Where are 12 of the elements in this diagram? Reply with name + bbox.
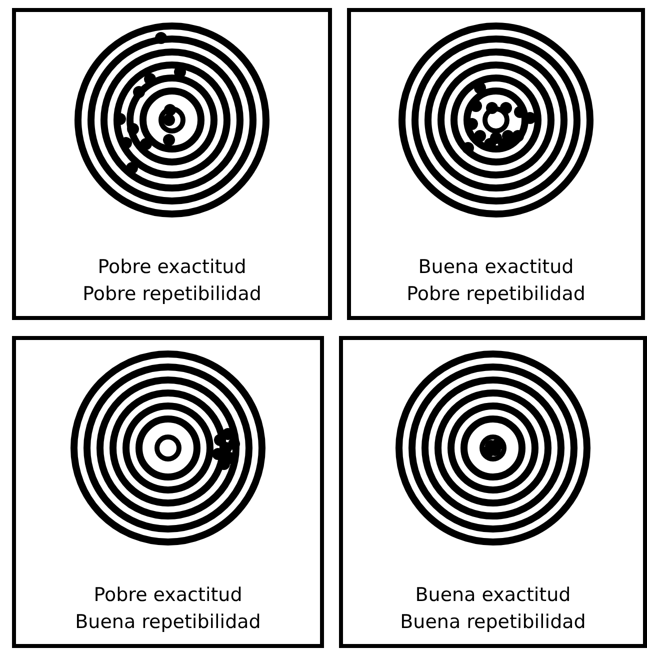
panel-caption: Buena exactitud <box>418 255 574 280</box>
panel-caption: Pobre exactitud <box>98 255 246 280</box>
panel-caption: Pobre repetibilidad <box>82 282 262 307</box>
panel-frame <box>347 8 645 320</box>
panel-caption: Pobre repetibilidad <box>406 282 586 307</box>
panel-frame <box>12 336 324 648</box>
panel-frame <box>339 336 647 648</box>
panel-caption: Buena exactitud <box>415 583 571 608</box>
panel-caption: Buena repetibilidad <box>75 610 261 635</box>
panel-frame <box>12 8 332 320</box>
panel-caption: Buena repetibilidad <box>400 610 586 635</box>
panel-caption: Pobre exactitud <box>94 583 242 608</box>
